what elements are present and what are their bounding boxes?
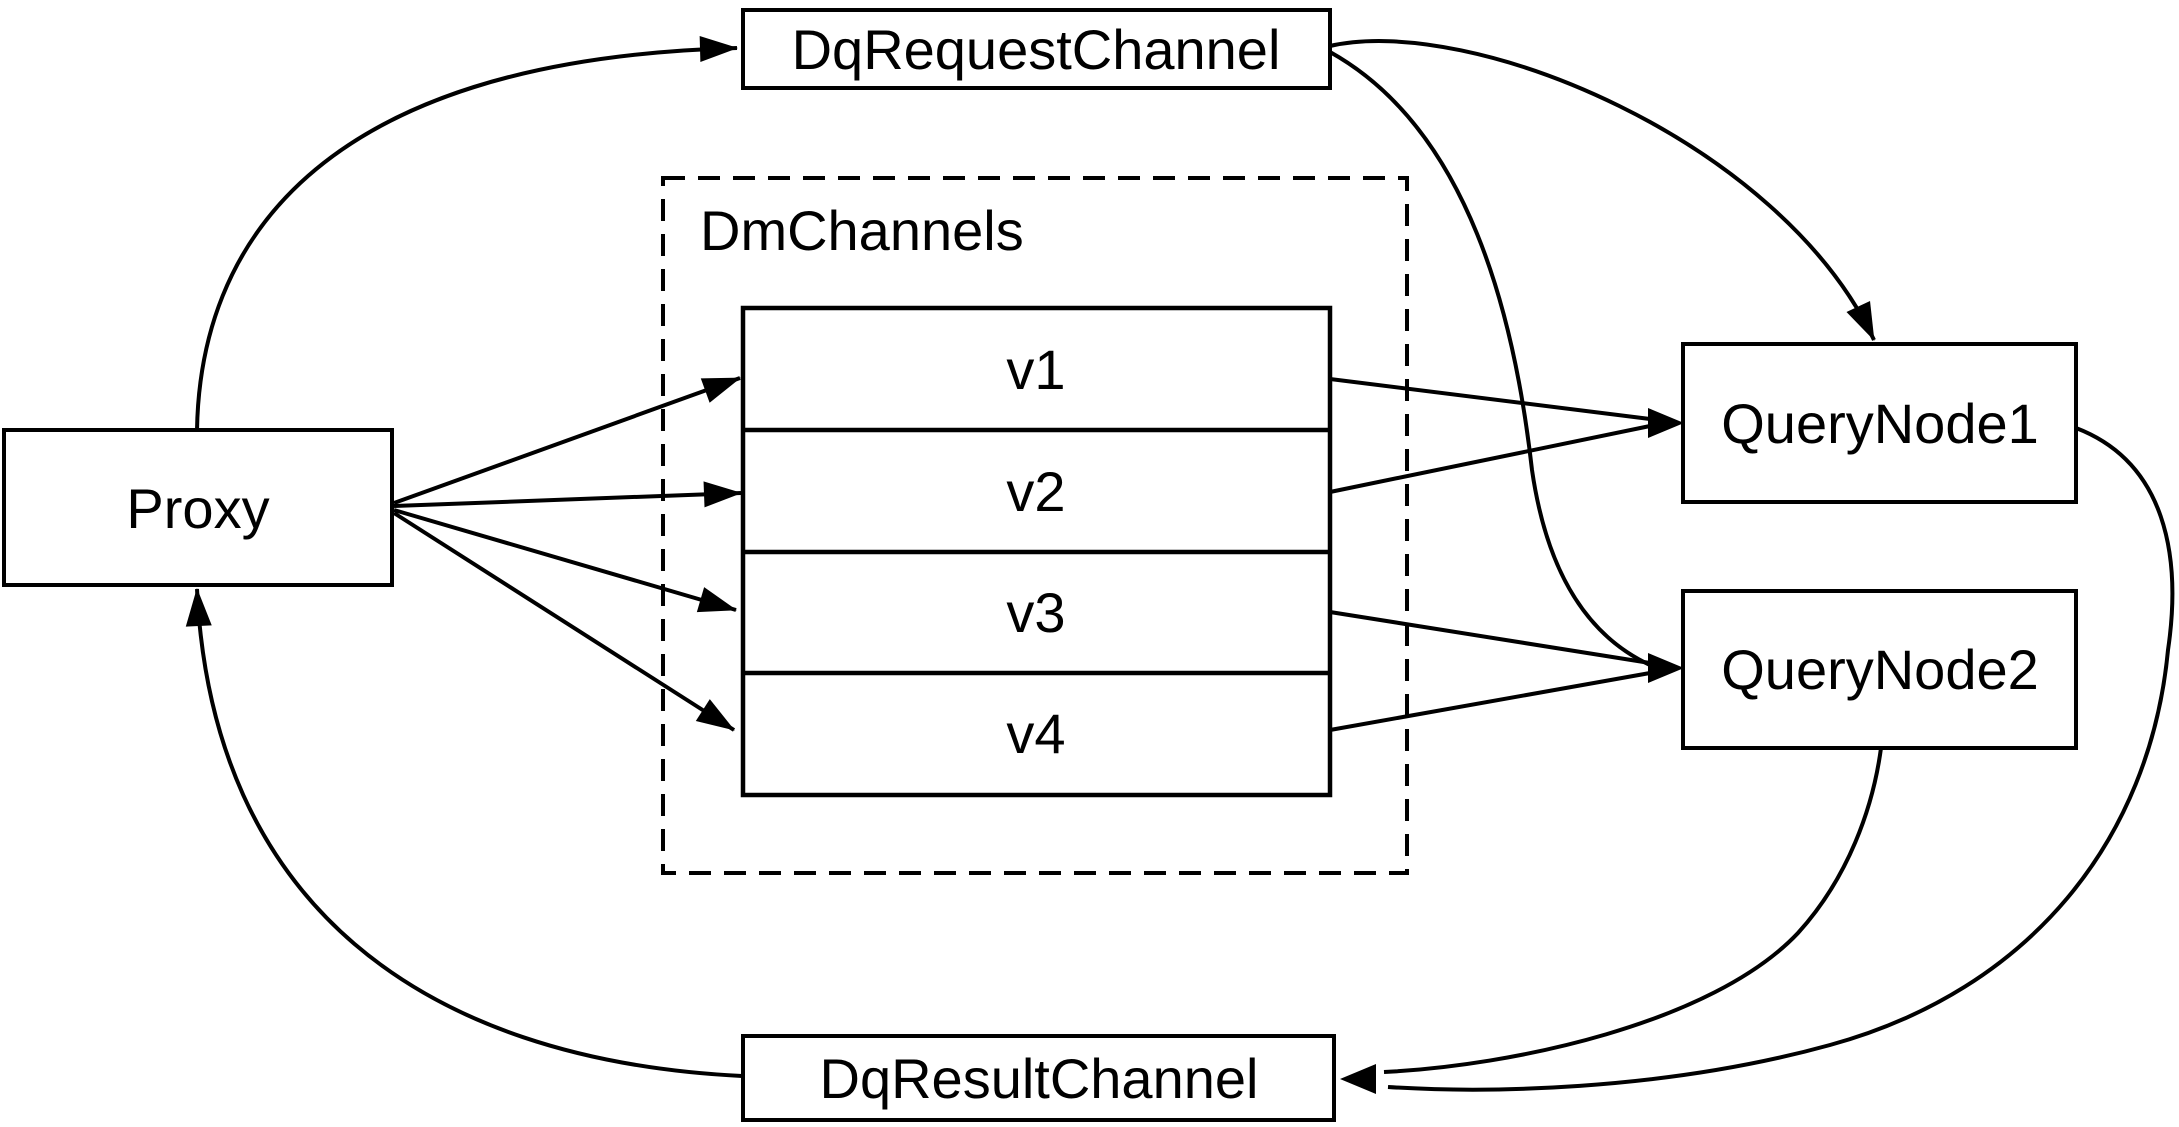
arrowhead-into-querynode2 (1648, 653, 1684, 683)
querynode2-node (1681, 589, 2078, 750)
querynode2-label: QueryNode2 (1721, 638, 2039, 701)
edge-proxy-to-v3 (393, 508, 737, 613)
edge-querynode2-to-dqresultchannel (1383, 747, 1883, 1074)
dqrequestchannel-label: DqRequestChannel (792, 18, 1281, 81)
dqresultchannel-node (741, 1034, 1336, 1122)
edge-v4-to-querynode2 (1329, 671, 1651, 732)
dmchannels-label: DmChannels (700, 199, 1024, 262)
edge-dqrequestchannel-to-querynode1 (1329, 39, 1876, 341)
arrowhead-into-dqresultchannel (1340, 1064, 1376, 1094)
querynode1-label: QueryNode1 (1721, 392, 2039, 455)
edge-v2-to-querynode1 (1329, 424, 1651, 494)
edge-dqrequestchannel-to-querynode2 (1329, 50, 1651, 667)
dmchannels-group-box (661, 176, 1409, 875)
edge-proxy-to-v1 (393, 376, 741, 505)
edge-proxy-to-v2 (393, 481, 742, 508)
edge-dqresultchannel-to-proxy (185, 588, 743, 1078)
channel-v3-label: v3 (1006, 581, 1065, 644)
edge-v3-to-querynode2 (1329, 610, 1651, 665)
proxy-node (2, 428, 394, 587)
dqrequestchannel-node (741, 8, 1332, 90)
arrowhead-into-querynode1 (1648, 408, 1684, 438)
edge-proxy-to-v4 (392, 511, 736, 732)
channel-v4-label: v4 (1006, 702, 1065, 765)
channel-v2-label: v2 (1006, 460, 1065, 523)
edge-v1-to-querynode1 (1329, 377, 1651, 421)
querynode1-node (1681, 342, 2078, 504)
channel-v1-label: v1 (1006, 338, 1065, 401)
edge-proxy-to-dqrequestchannel (195, 36, 738, 431)
edge-querynode1-to-dqresultchannel (1387, 426, 2175, 1092)
dqresultchannel-label: DqResultChannel (820, 1047, 1259, 1110)
proxy-label: Proxy (126, 477, 269, 540)
